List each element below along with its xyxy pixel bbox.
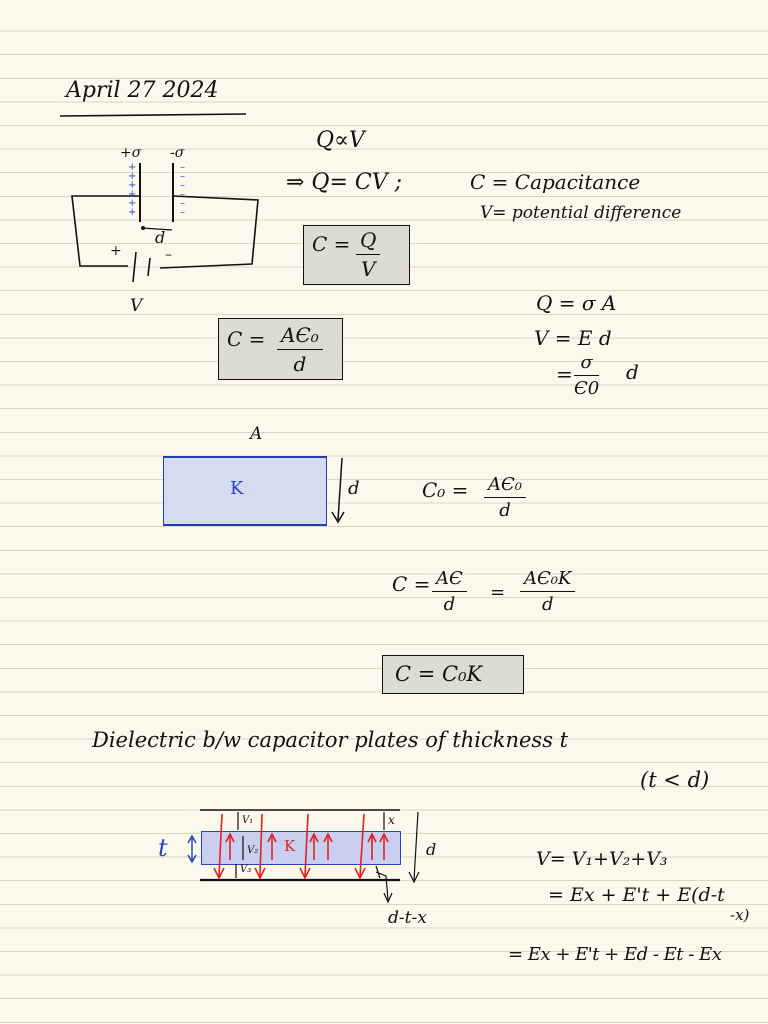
potential-difference-definition: V= potential difference bbox=[480, 203, 682, 223]
partial-dielectric-slab bbox=[201, 831, 401, 865]
voltage-sigma-eq-sign: = bbox=[556, 362, 573, 386]
c-fraction-2: AЄ₀K d bbox=[520, 568, 576, 615]
boxed-c-equals-a-epsilon-over-d: C = AЄ₀ d bbox=[218, 318, 343, 380]
plus-sigma-label: +σ bbox=[120, 145, 142, 161]
thickness-condition: (t < d) bbox=[640, 768, 710, 792]
capacitance-definition: C = Capacitance bbox=[470, 170, 641, 194]
voltage-label: V bbox=[130, 296, 143, 316]
partial-slab-thickness-label: t bbox=[158, 834, 168, 862]
c-fraction-1-numerator: AЄ bbox=[432, 568, 467, 592]
lower-gap-label: d-t-x bbox=[388, 908, 427, 928]
proportional-relation: Q∝V bbox=[316, 128, 365, 153]
slab-area-label: A bbox=[250, 424, 263, 444]
page-date: April 27 2024 bbox=[66, 78, 219, 103]
boxed-c-qv-denominator: V bbox=[360, 257, 376, 281]
boxed-c-qv-fraction: Q V bbox=[356, 228, 381, 281]
voltage-expansion-continuation: -x) bbox=[730, 906, 750, 924]
dielectric-heading: Dielectric b/w capacitor plates of thick… bbox=[92, 728, 569, 752]
c-fraction-2-numerator: AЄ₀K bbox=[520, 568, 576, 592]
v3-label: V₃ bbox=[240, 864, 252, 875]
voltage-expansion-line: = Ex + E't + E(d-t bbox=[548, 884, 725, 906]
slab-dielectric-label: K bbox=[230, 478, 244, 499]
boxed-c-equals-c0-k: C = C₀K bbox=[382, 655, 524, 694]
voltage-sigma-d: d bbox=[626, 360, 639, 384]
boxed-c-aed-numerator: AЄ₀ bbox=[277, 323, 323, 350]
sigma-over-epsilon-fraction: σ Є0 bbox=[574, 352, 600, 399]
plate-separation-label: d bbox=[426, 840, 437, 859]
positive-charges: + + + + + + bbox=[128, 162, 137, 218]
boxed-c-aed-denominator: d bbox=[293, 352, 307, 376]
battery-minus-label: – bbox=[165, 247, 172, 263]
c0-fraction: AЄ₀ d bbox=[484, 474, 526, 521]
plate-distance-label: d bbox=[155, 228, 166, 247]
minus-sigma-label: -σ bbox=[170, 145, 185, 161]
boxed-c-qv-lhs: C = bbox=[312, 232, 351, 256]
c-fraction-2-denominator: d bbox=[541, 594, 554, 615]
boxed-c-aed-fraction: AЄ₀ d bbox=[277, 323, 323, 376]
dielectric-slab bbox=[163, 456, 327, 526]
slab-thickness-label: d bbox=[348, 478, 360, 499]
c0-equation-lhs: C₀ = bbox=[422, 478, 469, 502]
battery-plus-label: + bbox=[110, 243, 122, 259]
gap-x-label: x bbox=[388, 813, 395, 827]
boxed-c-aed-lhs: C = bbox=[227, 327, 266, 351]
c-equation-lhs: C = bbox=[392, 572, 431, 596]
voltage-simplified-line: = Ex + E't + Ed - Et - Ex bbox=[508, 944, 722, 965]
voltage-sum-equation: V= V₁+V₂+V₃ bbox=[536, 848, 668, 870]
boxed-c-equals-q-over-v: C = Q V bbox=[303, 225, 410, 285]
v1-label: V₁ bbox=[242, 815, 254, 826]
epsilon-denominator: Є0 bbox=[574, 378, 600, 399]
sigma-numerator: σ bbox=[574, 352, 600, 376]
charge-equation: Q = σ A bbox=[536, 291, 617, 315]
partial-slab-dielectric-label: K bbox=[284, 837, 296, 855]
c-equation-mid: = bbox=[490, 582, 506, 603]
c-fraction-1-denominator: d bbox=[443, 594, 456, 615]
c0-denominator: d bbox=[499, 500, 511, 521]
boxed-c-qv-numerator: Q bbox=[356, 228, 381, 255]
q-equals-cv: ⇒ Q= CV ; bbox=[286, 170, 403, 195]
voltage-field-equation: V = E d bbox=[534, 326, 612, 350]
negative-charges: – – – – – – bbox=[180, 162, 185, 218]
boxed-c-final-text: C = C₀K bbox=[395, 662, 483, 686]
c0-numerator: AЄ₀ bbox=[484, 474, 526, 498]
c-fraction-1: AЄ d bbox=[432, 568, 467, 615]
v2-label: V₂ bbox=[247, 845, 259, 856]
